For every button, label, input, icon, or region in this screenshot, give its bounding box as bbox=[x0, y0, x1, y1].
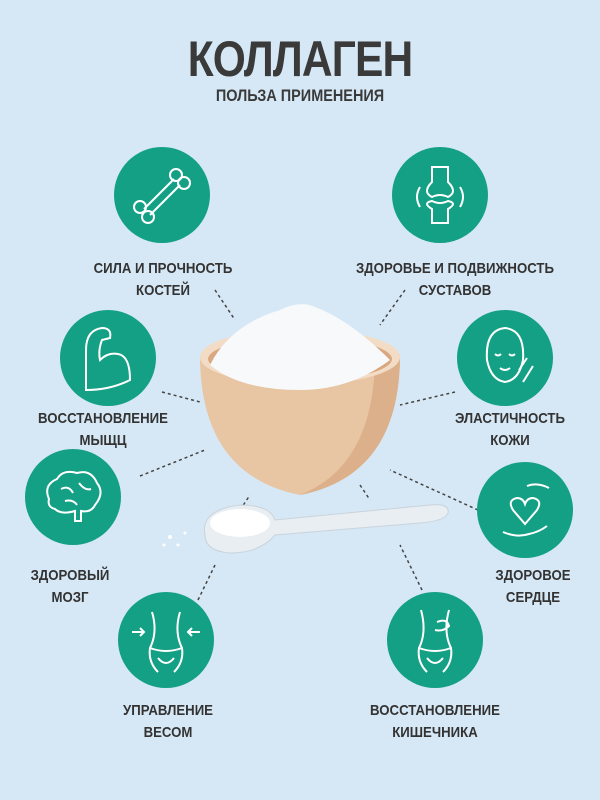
label-line: ЭЛАСТИЧНОСТЬ bbox=[455, 410, 565, 427]
joint-icon bbox=[416, 166, 464, 224]
label-line: СУСТАВОВ bbox=[418, 282, 492, 299]
brain-icon-circle bbox=[25, 449, 121, 545]
joint-icon-circle bbox=[392, 147, 488, 243]
face-icon-circle bbox=[457, 310, 553, 406]
benefit-label-brain: ЗДОРОВЫЙ МОЗГ bbox=[0, 565, 184, 609]
label-line: МЫЩЦ bbox=[79, 432, 127, 449]
benefit-label-joints: ЗДОРОВЬЕ И ПОДВИЖНОСТЬ СУСТАВОВ bbox=[341, 258, 570, 302]
face-icon bbox=[485, 326, 534, 384]
muscle-icon bbox=[85, 326, 132, 392]
waist-icon-circle bbox=[118, 592, 214, 688]
bone-icon-circle bbox=[114, 147, 210, 243]
label-line: КИШЕЧНИКА bbox=[392, 724, 478, 741]
label-line: ЗДОРОВОЕ bbox=[495, 567, 571, 584]
gut-icon-circle bbox=[387, 592, 483, 688]
label-line: СИЛА И ПРОЧНОСТЬ bbox=[93, 260, 233, 277]
benefit-label-gut: ВОССТАНОВЛЕНИЕ КИШЕЧНИКА bbox=[321, 700, 550, 744]
benefit-label-weight: УПРАВЛЕНИЕ ВЕСОМ bbox=[54, 700, 283, 744]
page-title: КОЛЛАГЕН bbox=[187, 31, 413, 87]
heart-hands-icon-circle bbox=[477, 462, 573, 558]
muscle-icon-circle bbox=[60, 310, 156, 406]
label-line: КОСТЕЙ bbox=[136, 282, 190, 299]
label-line: УПРАВЛЕНИЕ bbox=[123, 702, 213, 719]
label-line: ВЕСОМ bbox=[143, 724, 193, 741]
label-line: ЗДОРОВЫЙ bbox=[30, 567, 110, 584]
label-line: ВОССТАНОВЛЕНИЕ bbox=[370, 702, 500, 719]
label-line: СЕРДЦЕ bbox=[505, 589, 561, 606]
page-subtitle: ПОЛЬЗА ПРИМЕНЕНИЯ bbox=[215, 86, 385, 105]
label-line: ЗДОРОВЬЕ И ПОДВИЖНОСТЬ bbox=[356, 260, 554, 277]
benefit-label-heart: ЗДОРОВОЕ СЕРДЦЕ bbox=[419, 565, 600, 609]
label-line: ВОССТАНОВЛЕНИЕ bbox=[38, 410, 168, 427]
gut-icon bbox=[417, 609, 453, 673]
benefit-label-muscles: ВОССТАНОВЛЕНИЕ МЫЩЦ bbox=[0, 408, 217, 452]
benefit-label-skin: ЭЛАСТИЧНОСТЬ КОЖИ bbox=[396, 408, 600, 452]
benefit-label-bones: СИЛА И ПРОЧНОСТЬ КОСТЕЙ bbox=[49, 258, 278, 302]
label-line: КОЖИ bbox=[490, 432, 530, 449]
bone-icon bbox=[133, 168, 191, 224]
heart-hands-icon bbox=[502, 483, 550, 537]
collagen-bowl-illustration bbox=[162, 304, 449, 554]
waist-icon bbox=[132, 611, 200, 673]
brain-icon bbox=[46, 470, 102, 522]
label-line: МОЗГ bbox=[51, 589, 89, 606]
